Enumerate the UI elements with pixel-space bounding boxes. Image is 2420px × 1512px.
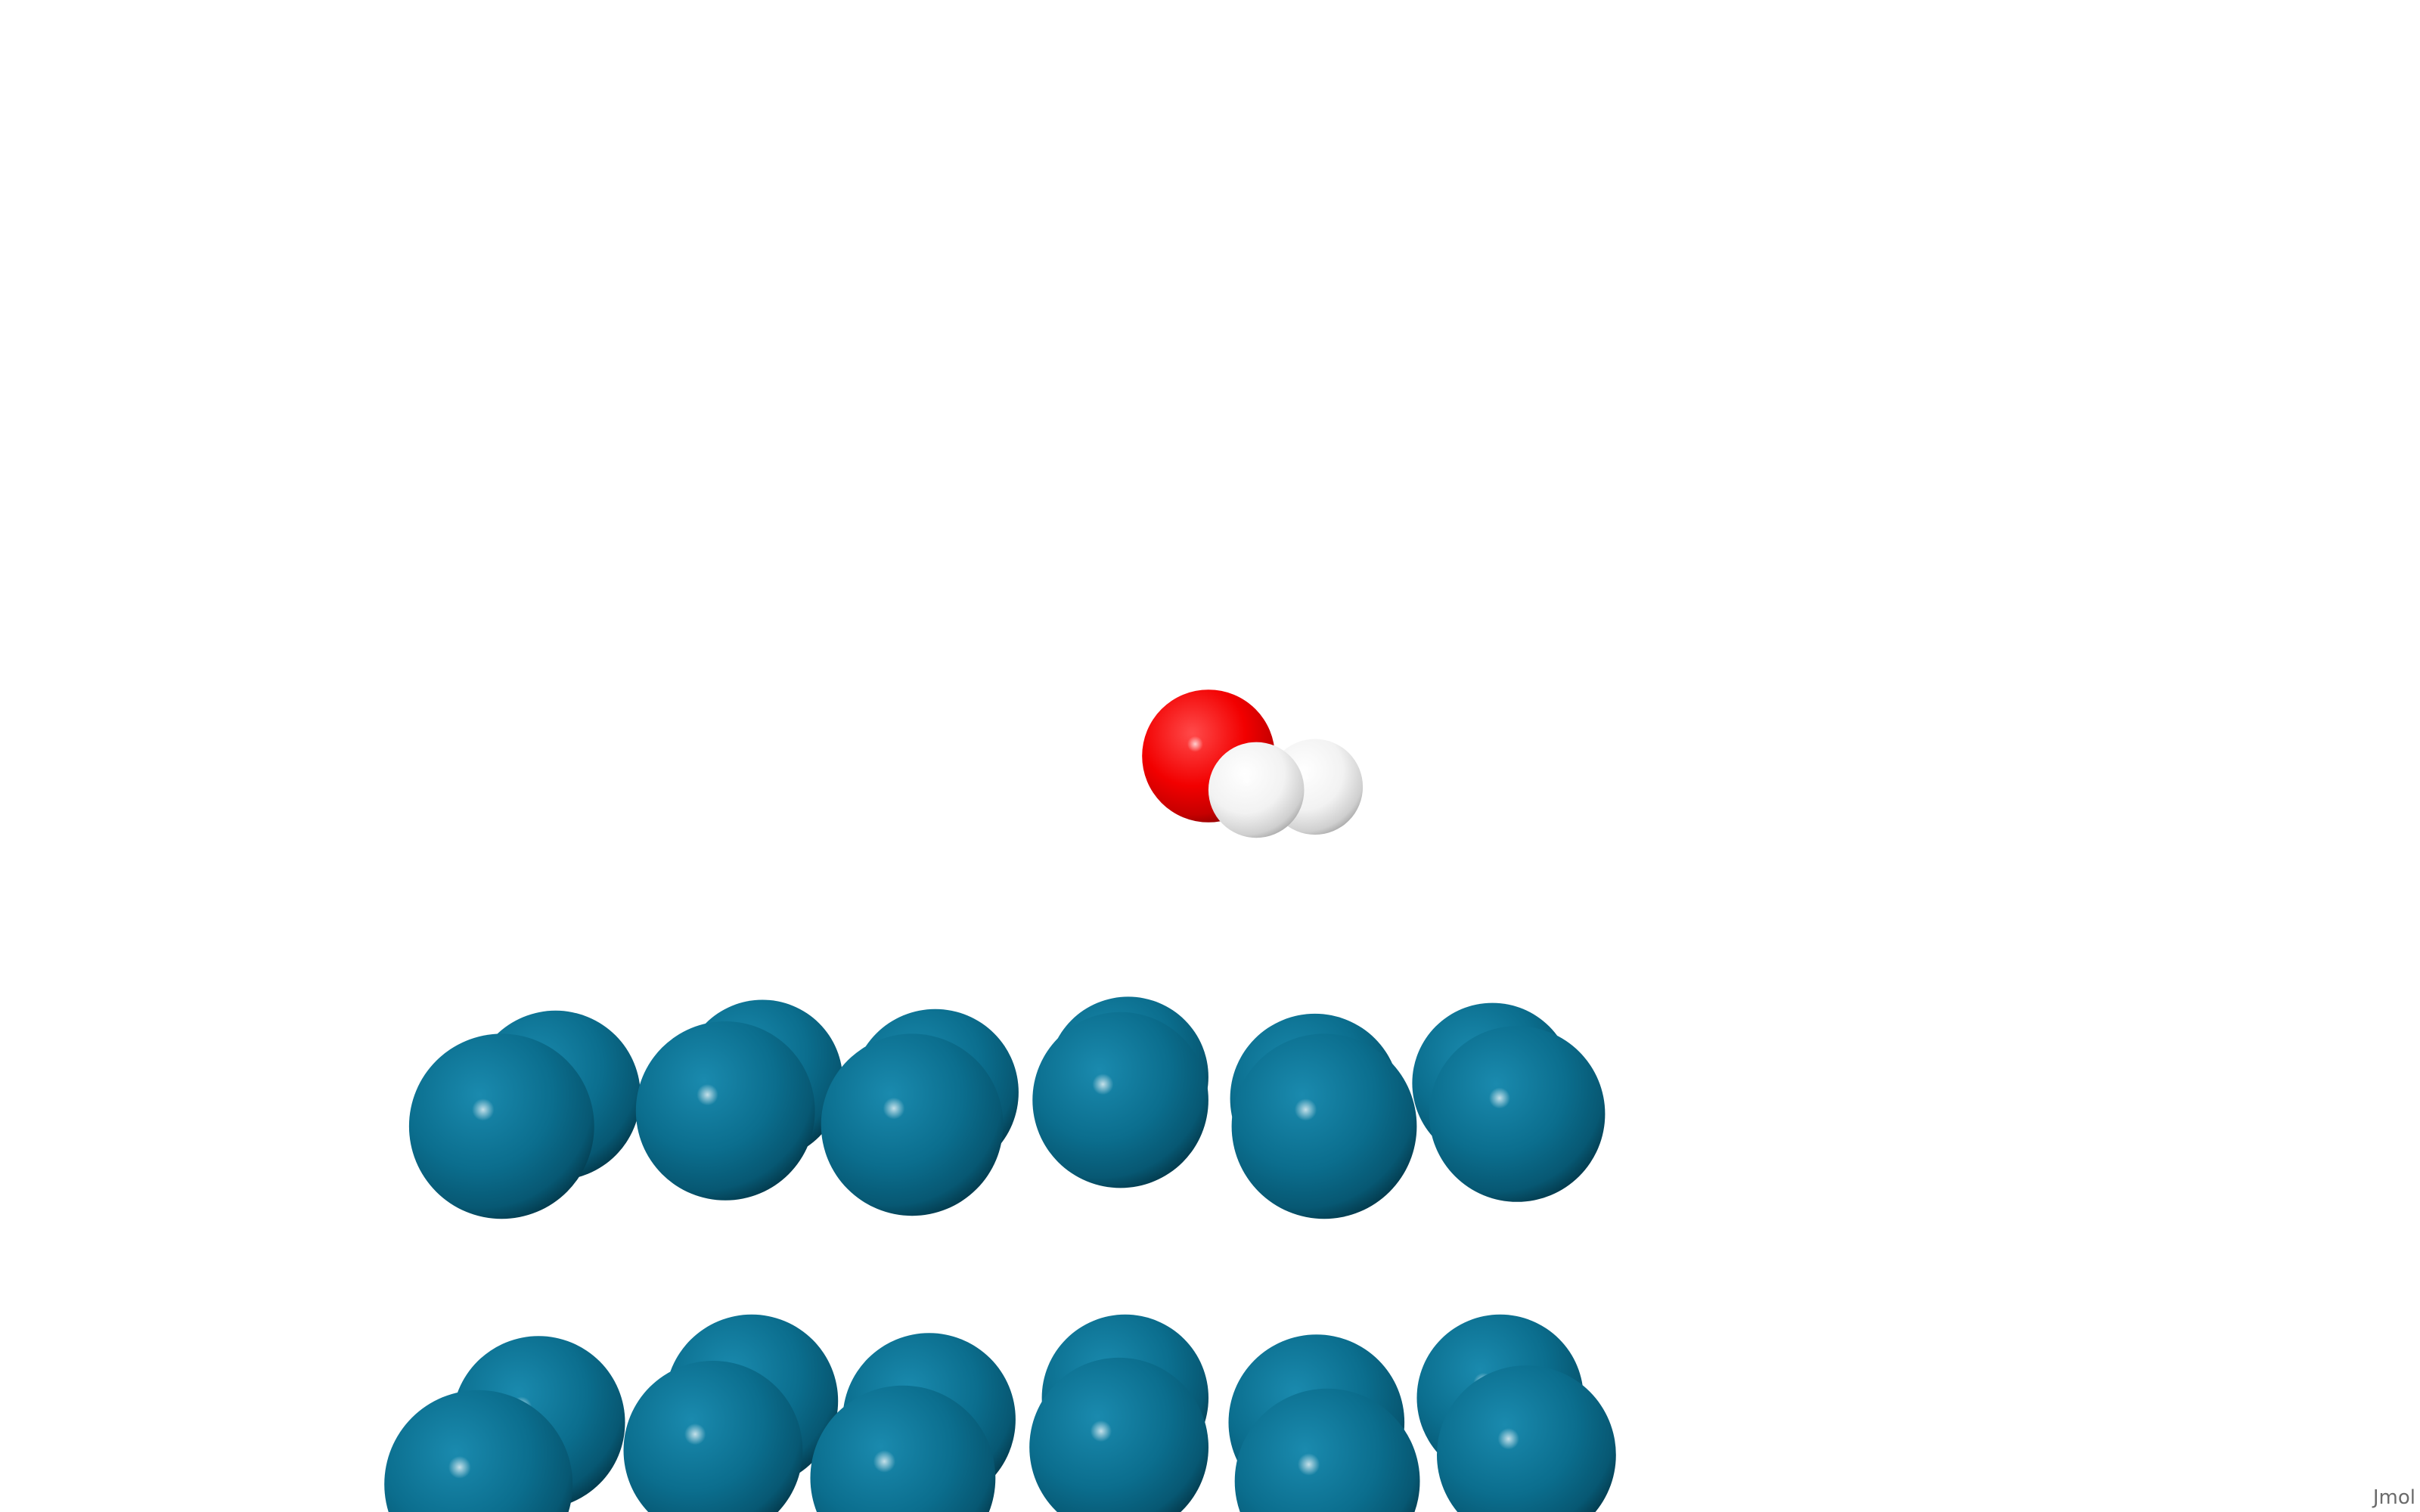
surface-atom-front-highlight [1488, 1087, 1510, 1109]
surface-atom-front [1032, 1012, 1208, 1188]
surface-atom-front [810, 1385, 996, 1512]
surface-atom-front [1429, 1026, 1606, 1202]
surface-atom-front [408, 1033, 594, 1219]
hydrogen-atom [1208, 742, 1305, 838]
surface-atom-front-sphere [1429, 1026, 1606, 1202]
hydrogen-atom-sphere [1208, 742, 1305, 838]
surface-atom-front [384, 1390, 573, 1512]
surface-atom-front-highlight [472, 1098, 495, 1121]
surface-atom-front-highlight [873, 1450, 896, 1473]
surface-atom-front-sphere [1029, 1357, 1208, 1512]
surface-atom-front [1029, 1357, 1208, 1512]
surface-atom-front-sphere [1032, 1012, 1208, 1188]
hydrogen-atom-highlight [1241, 775, 1253, 788]
surface-atom-front-highlight [1497, 1428, 1519, 1450]
surface-atom-front [1234, 1388, 1420, 1512]
surface-atom-front-highlight [1092, 1074, 1114, 1095]
surface-atom-front [1231, 1033, 1417, 1219]
surface-atom-front [635, 1021, 815, 1201]
atoms-layer [384, 689, 1616, 1512]
surface-atom-front-highlight [448, 1456, 471, 1479]
surface-atom-front-sphere [635, 1021, 815, 1201]
surface-atom-front-highlight [883, 1097, 905, 1120]
surface-atom-front-sphere [810, 1385, 996, 1512]
surface-atom-front-sphere [408, 1033, 594, 1219]
surface-atom-front-sphere [1234, 1388, 1420, 1512]
surface-atom-front-highlight [1297, 1453, 1320, 1476]
oxygen-atom-highlight [1187, 736, 1203, 752]
surface-atom-front-sphere [623, 1361, 803, 1512]
surface-atom-front-highlight [684, 1423, 706, 1445]
surface-atom-front-highlight [1294, 1098, 1317, 1121]
surface-atom-front-highlight [697, 1083, 718, 1106]
surface-atom-front [623, 1361, 803, 1512]
surface-atom-front [821, 1033, 1004, 1216]
surface-atom-front-sphere [1437, 1365, 1616, 1512]
jmol-watermark: Jmol [2372, 1486, 2415, 1509]
surface-atom-front-sphere [384, 1390, 573, 1512]
surface-atom-front-highlight [1090, 1420, 1112, 1442]
surface-atom-front-sphere [821, 1033, 1004, 1216]
surface-atom-front-sphere [1231, 1033, 1417, 1219]
surface-atom-front [1437, 1365, 1616, 1512]
